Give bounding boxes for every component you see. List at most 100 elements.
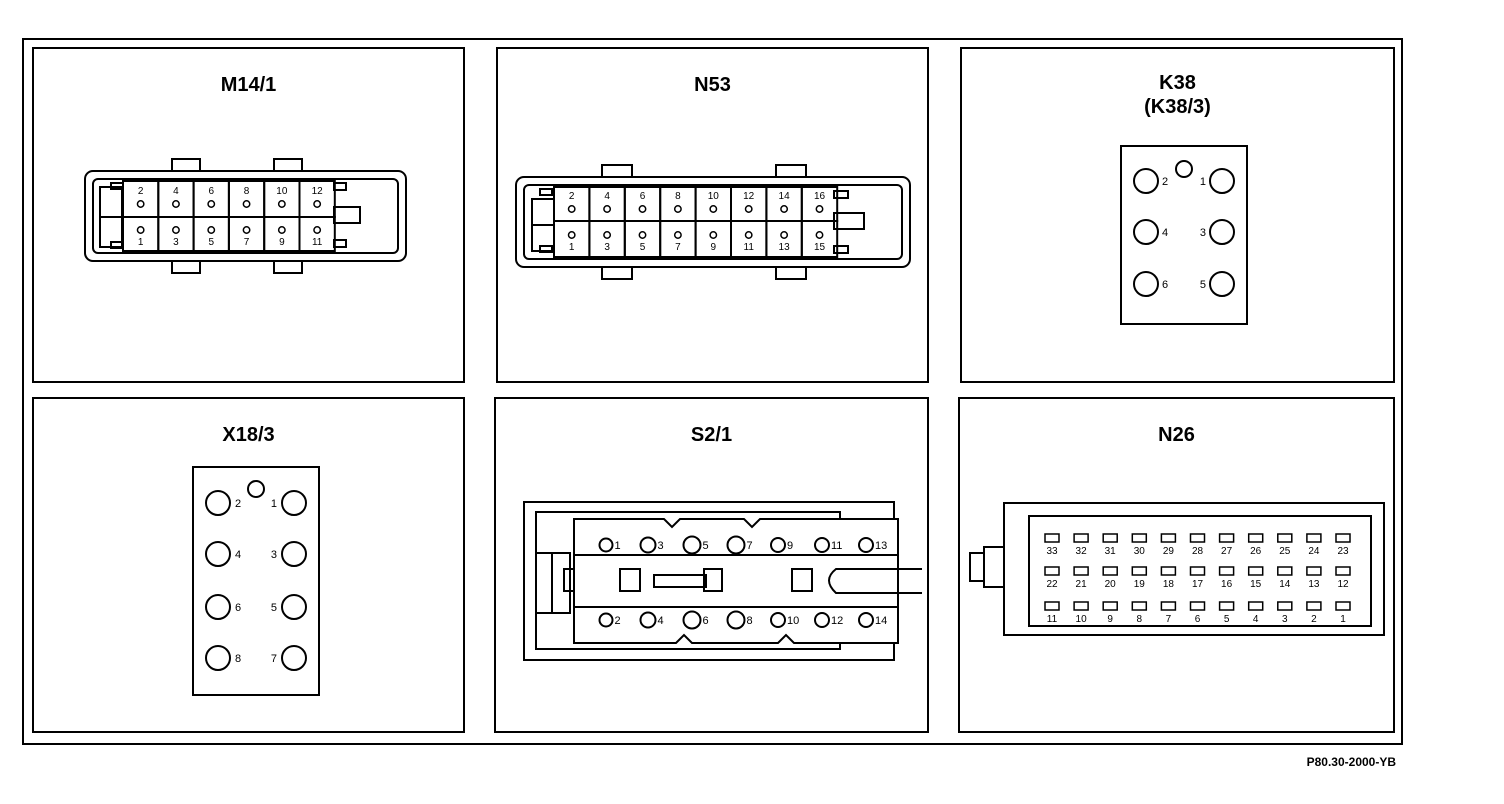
pin-label: 25: [1279, 546, 1291, 557]
pin-label: 5: [271, 602, 277, 614]
panel-title: N26: [1158, 424, 1195, 446]
connector-boss: [983, 546, 1005, 588]
pin-label: 33: [1046, 546, 1058, 557]
pin-socket: [281, 645, 307, 671]
pin-hole: [172, 200, 180, 208]
coding-pin: [1175, 160, 1193, 178]
pin-label: 15: [1250, 579, 1262, 590]
pin-socket: [1133, 168, 1159, 194]
pin-label: 3: [658, 540, 664, 552]
pin-label-bottom: 3: [604, 242, 610, 253]
pin-label: 23: [1337, 546, 1349, 557]
pin-label: 19: [1134, 579, 1146, 590]
pin-label: 31: [1105, 546, 1117, 557]
pin-label: 2: [1311, 614, 1317, 625]
pin-socket: [1209, 271, 1235, 297]
pin-label: 30: [1134, 546, 1146, 557]
panel-title: X18/3: [222, 424, 275, 446]
slider-block: [703, 568, 723, 592]
pin-label-top: 16: [814, 191, 826, 202]
pin-slot: [1044, 533, 1060, 543]
pin-label: 4: [1253, 614, 1259, 625]
pin-hole: [136, 226, 145, 234]
slider-bar: [653, 574, 707, 588]
pin-label: 3: [271, 549, 277, 561]
pin-label-bottom: 13: [779, 242, 791, 253]
window: [791, 568, 813, 592]
pin-socket: [205, 594, 231, 620]
contact-pin: [814, 612, 830, 628]
pin-label: 1: [1200, 176, 1206, 188]
pin-label: 8: [1137, 614, 1143, 625]
relay-body: [1120, 145, 1248, 325]
pin-slot: [1044, 601, 1060, 611]
pin-label-bottom: 1: [569, 242, 575, 253]
pin-slot: [1277, 566, 1293, 576]
pin-hole: [242, 200, 251, 208]
pin-label: 28: [1192, 546, 1204, 557]
pin-slot: [1277, 533, 1293, 543]
pin-label: 2: [615, 615, 621, 627]
contact-pin: [598, 612, 614, 628]
pin-label: 3: [1200, 227, 1206, 239]
contact-pin: [726, 535, 746, 555]
pin-slot: [1335, 601, 1351, 611]
pin-label-bottom: 9: [279, 237, 285, 248]
pin-label: 5: [703, 540, 709, 552]
pin-socket: [1133, 219, 1159, 245]
pin-slot: [1102, 601, 1118, 611]
pin-hole: [567, 205, 576, 213]
pin-label-bottom: 5: [208, 237, 214, 248]
pin-slot: [1160, 601, 1177, 611]
pin-slot: [1131, 601, 1148, 611]
pin-label: 4: [1162, 227, 1168, 239]
relay-body: [192, 466, 320, 696]
pin-slot: [1189, 533, 1206, 543]
pin-socket: [1209, 168, 1235, 194]
pin-label: 12: [1337, 579, 1349, 590]
pin-label-bottom: 7: [675, 242, 681, 253]
pin-label: 7: [747, 540, 753, 552]
pin-label-top: 6: [208, 186, 214, 197]
figure-reference: P80.30-2000-YB: [1306, 755, 1396, 769]
pin-hole: [709, 231, 718, 239]
pin-label: 32: [1076, 546, 1088, 557]
pin-slot: [1189, 566, 1206, 576]
pin-socket: [281, 594, 307, 620]
contact-pin: [682, 535, 702, 555]
pin-socket: [1209, 219, 1235, 245]
pin-slot: [1306, 533, 1322, 543]
pin-label: 22: [1046, 579, 1058, 590]
pin-label: 1: [271, 498, 277, 510]
pin-label-top: 10: [708, 191, 720, 202]
pin-label: 10: [787, 615, 799, 627]
contact-body: [573, 518, 899, 644]
pin-hole: [567, 231, 576, 239]
contact-pin: [639, 611, 657, 629]
pin-label: 5: [1224, 614, 1230, 625]
pin-slot: [1218, 533, 1235, 543]
pin-hole: [207, 226, 216, 234]
pin-label: 2: [1162, 176, 1168, 188]
pin-slot: [1189, 601, 1206, 611]
key-stub: [539, 245, 553, 253]
pin-label: 17: [1192, 579, 1204, 590]
pin-hole: [709, 205, 718, 213]
connector-boss-end: [969, 552, 985, 582]
pin-label-bottom: 15: [814, 242, 826, 253]
pin-label-top: 12: [312, 186, 324, 197]
pin-slot: [1073, 533, 1089, 543]
pin-label: 14: [875, 615, 887, 627]
pin-socket: [205, 645, 231, 671]
pin-label: 7: [271, 653, 277, 665]
pin-label: 6: [703, 615, 709, 627]
coding-pin: [247, 480, 265, 498]
pin-label: 6: [1162, 279, 1168, 291]
pin-label: 2: [235, 498, 241, 510]
